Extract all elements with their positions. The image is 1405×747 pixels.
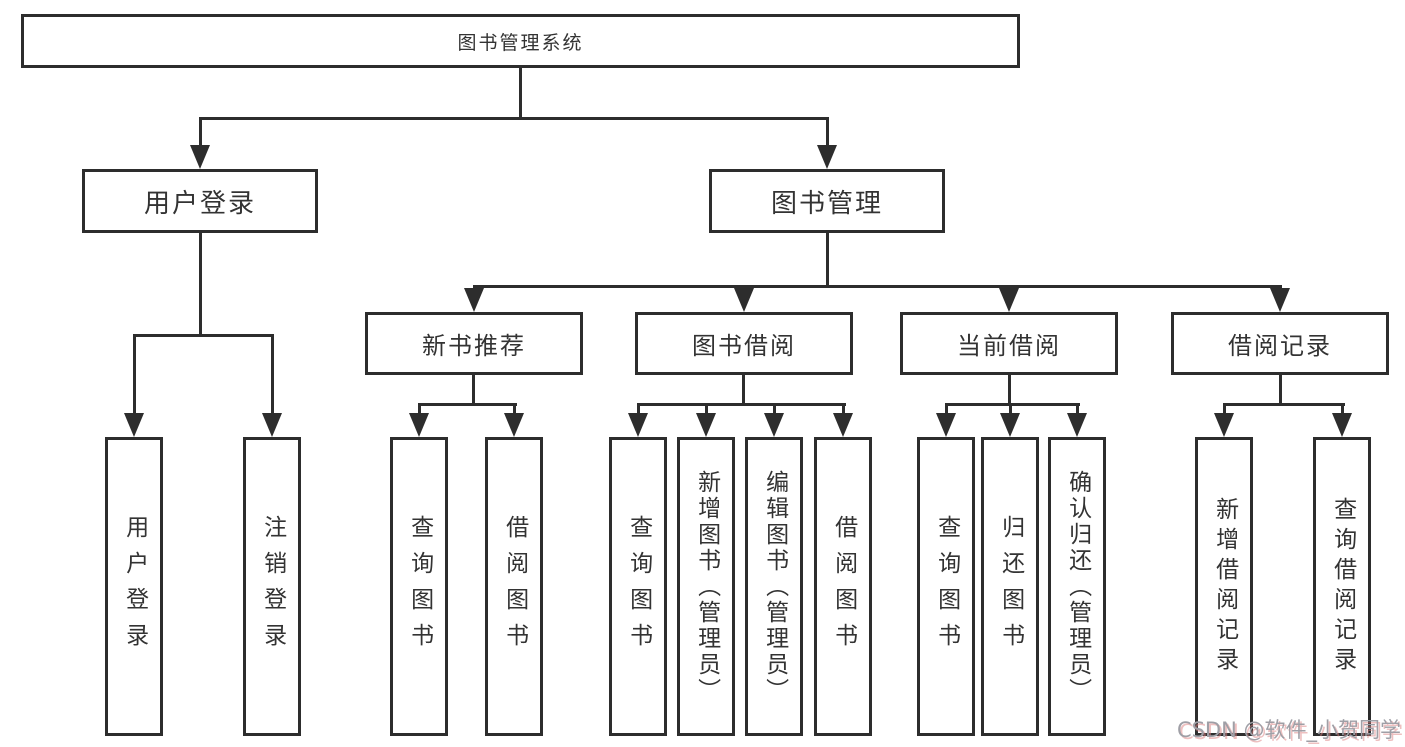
connector-v <box>1009 406 1012 415</box>
arrow-down <box>696 413 716 437</box>
connector-h <box>945 403 1080 406</box>
connector-v <box>199 233 202 337</box>
connector-v <box>826 233 829 288</box>
connector-h <box>133 334 274 337</box>
node-root: 图书管理系统 <box>21 14 1020 68</box>
connector-v <box>742 375 745 406</box>
connector-v <box>519 68 522 120</box>
arrow-down <box>464 288 484 312</box>
arrow-down <box>817 145 837 169</box>
connector-v <box>705 406 708 415</box>
connector-h <box>199 117 829 120</box>
connector-h <box>473 285 1282 288</box>
node-borrow-records: 借阅记录 <box>1171 312 1389 375</box>
connector-v <box>773 406 776 415</box>
node-book-management: 图书管理 <box>709 169 945 233</box>
connector-v <box>199 120 202 146</box>
arrow-down <box>190 145 210 169</box>
node-book-borrow: 图书借阅 <box>635 312 853 375</box>
arrow-down <box>628 413 648 437</box>
arrow-down <box>1067 413 1087 437</box>
connector-v <box>133 337 136 415</box>
arrow-down <box>1270 288 1290 312</box>
connector-v <box>1076 406 1079 415</box>
arrow-down <box>262 413 282 437</box>
watermark: CSDN @软件_小贺同学 <box>1176 718 1401 742</box>
connector-h <box>637 403 846 406</box>
node-new-book-recommend: 新书推荐 <box>365 312 583 375</box>
connector-v <box>513 406 516 415</box>
connector-v <box>842 406 845 415</box>
arrow-down <box>764 413 784 437</box>
leaf-borrow-books-recommend: 借阅图书 <box>485 437 543 736</box>
arrow-down <box>1000 413 1020 437</box>
node-user-login: 用户登录 <box>82 169 318 233</box>
connector-v <box>945 406 948 415</box>
connector-h <box>1223 403 1345 406</box>
leaf-add-books-admin: 新增图书（管理员） <box>677 437 735 736</box>
arrow-down <box>409 413 429 437</box>
arrow-down <box>936 413 956 437</box>
arrow-down <box>833 413 853 437</box>
connector-v <box>826 120 829 146</box>
arrow-down <box>124 413 144 437</box>
arrow-down <box>1332 413 1352 437</box>
arrow-down <box>504 413 524 437</box>
connector-v <box>271 337 274 415</box>
connector-v <box>637 406 640 415</box>
connector-v <box>418 406 421 415</box>
leaf-query-books-borrow: 查询图书 <box>609 437 667 736</box>
arrow-down <box>734 288 754 312</box>
connector-v <box>1223 406 1226 415</box>
connector-v <box>1341 406 1344 415</box>
arrow-down <box>1214 413 1234 437</box>
leaf-query-books-recommend: 查询图书 <box>390 437 448 736</box>
leaf-edit-books-admin: 编辑图书（管理员） <box>745 437 803 736</box>
leaf-add-borrow-record: 新增借阅记录 <box>1195 437 1253 736</box>
connector-h <box>418 403 517 406</box>
leaf-query-borrow-record: 查询借阅记录 <box>1313 437 1371 736</box>
arrow-down <box>999 288 1019 312</box>
leaf-logout: 注销登录 <box>243 437 301 736</box>
connector-v <box>472 375 475 406</box>
leaf-user-login: 用户登录 <box>105 437 163 736</box>
leaf-return-books: 归还图书 <box>981 437 1039 736</box>
leaf-confirm-return-admin: 确认归还（管理员） <box>1048 437 1106 736</box>
node-current-borrow: 当前借阅 <box>900 312 1118 375</box>
leaf-borrow-books: 借阅图书 <box>814 437 872 736</box>
leaf-query-books-current: 查询图书 <box>917 437 975 736</box>
connector-v <box>1279 375 1282 406</box>
connector-v <box>1008 375 1011 406</box>
